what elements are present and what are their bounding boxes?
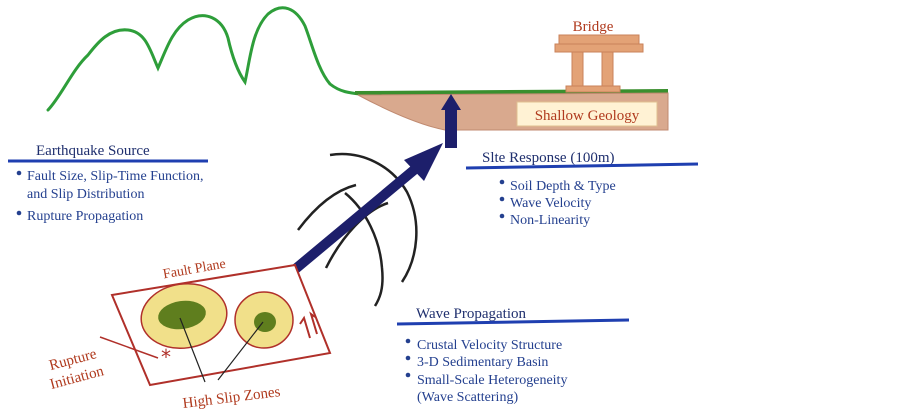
ground-surface — [354, 89, 669, 95]
earthquake-source-item-1-line-2: and Slip Distribution — [27, 187, 144, 202]
earthquake-source-bullet-icon — [16, 170, 22, 176]
bridge-icon — [554, 34, 644, 93]
rupture-pointer-line — [99, 336, 159, 359]
wave-propagation-item-1: Crustal Velocity Structure — [417, 338, 562, 353]
wave-propagation-bullet-icon — [405, 338, 411, 344]
wave-propagation-underline — [396, 318, 630, 326]
site-response-heading: Slte Response (100m) — [482, 150, 615, 166]
wave-propagation-item-3-line-2: (Wave Scattering) — [417, 390, 518, 405]
high-slip-zones-label: High Slip Zones — [182, 384, 282, 412]
site-response-item-2: Wave Velocity — [510, 196, 591, 211]
site-response-bullet-icon — [499, 213, 505, 219]
earthquake-source-heading: Earthquake Source — [36, 143, 150, 159]
earthquake-source-bullet-icon — [16, 210, 22, 216]
wave-propagation-bullet-icon — [405, 355, 411, 361]
site-response-item-1: Soil Depth & Type — [510, 179, 616, 194]
earthquake-source-item-1-line-1: Fault Size, Slip-Time Function, — [27, 169, 203, 184]
site-response-bullet-icon — [499, 196, 505, 202]
site-response-item-3: Non-Linearity — [510, 213, 590, 228]
wave-propagation-item-3-line-1: Small-Scale Heterogeneity — [417, 373, 567, 388]
shallow-geology-label: Shallow Geology — [535, 108, 640, 124]
slip-direction-arrows — [299, 311, 318, 339]
wave-propagation-heading: Wave Propagation — [416, 306, 527, 322]
mountain-range — [46, 6, 362, 112]
wave-propagation-bullet-icon — [405, 372, 411, 378]
site-response-bullet-icon — [499, 179, 505, 185]
site-arrow — [441, 94, 461, 148]
bridge-label: Bridge — [573, 19, 614, 35]
rupture-initiation-star-icon: * — [161, 345, 171, 369]
high-slip-zone-large — [140, 283, 228, 349]
high-slip-pointer-lines — [179, 317, 264, 383]
site-response-underline — [465, 162, 699, 170]
wave-propagation-item-2: 3-D Sedimentary Basin — [417, 355, 548, 370]
high-slip-zone-small — [234, 291, 294, 349]
earthquake-source-item-2: Rupture Propagation — [27, 209, 143, 224]
shallow-geology-box — [516, 101, 658, 127]
